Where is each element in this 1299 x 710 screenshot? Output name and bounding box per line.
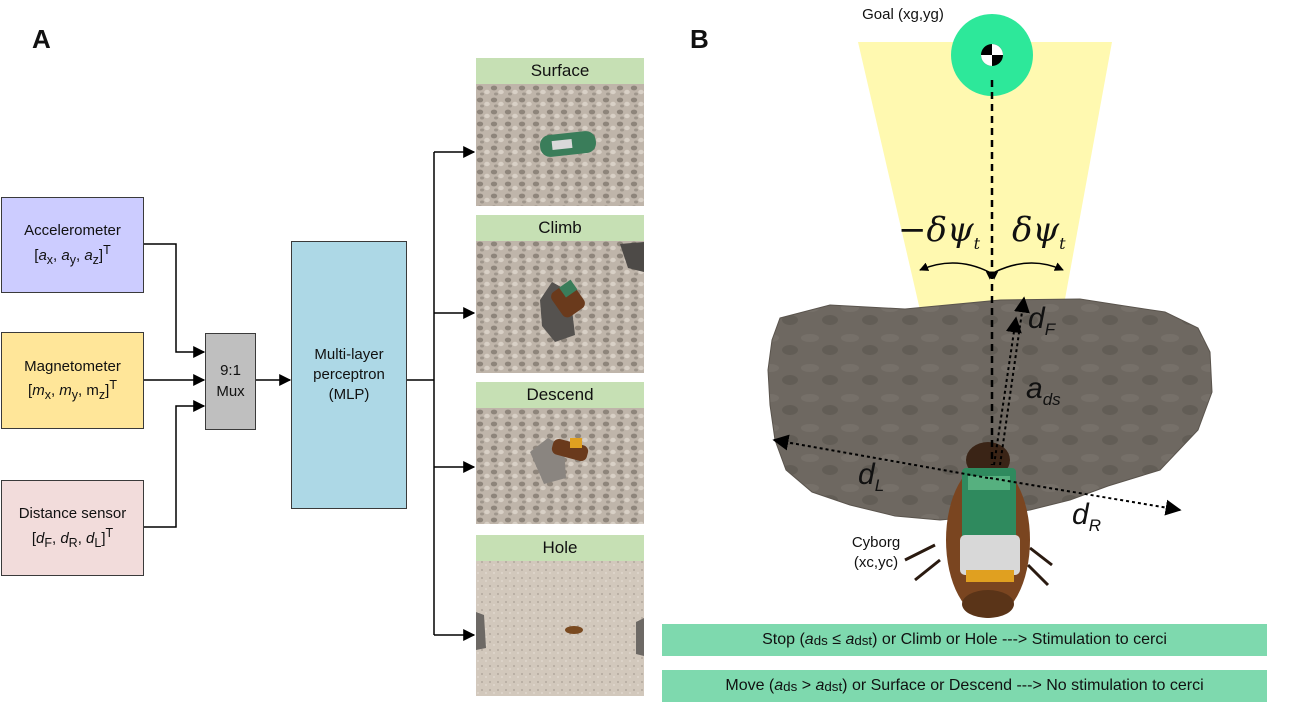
pos-delta-psi-label: δψt — [1012, 210, 1066, 253]
magnetometer-box: Magnetometer [mx, my, mz]T — [1, 332, 144, 429]
d-r-vector — [989, 477, 1182, 516]
climb-photo — [476, 241, 644, 373]
goal-label: Goal (xg,yg) — [862, 6, 944, 23]
distance-sensor-label: Distance sensor — [18, 505, 127, 523]
panel-a-connectors — [144, 146, 476, 641]
mux-box: 9:1 Mux — [205, 333, 256, 430]
class-label-climb: Climb — [476, 215, 644, 241]
a-ds-label: ads — [1026, 372, 1061, 409]
panel-b-label: B — [690, 24, 709, 54]
mux-ratio: 9:1 — [220, 362, 241, 380]
distance-sensor-vector: [dF, dR, dL]T — [31, 525, 114, 550]
magnetometer-vector: [mx, my, mz]T — [28, 378, 117, 403]
class-label-surface: Surface — [476, 58, 644, 84]
class-label-descend: Descend — [476, 382, 644, 408]
surface-photo — [476, 84, 644, 206]
mlp-line-3: (MLP) — [328, 386, 370, 404]
mux-label: Mux — [216, 382, 245, 400]
cyborg-insect — [904, 442, 1053, 618]
d-l-vector — [772, 434, 989, 479]
pos-delta-psi-arc — [985, 262, 1064, 280]
distance-sensor-box: Distance sensor [dF, dR, dL]T — [1, 480, 144, 576]
field-of-view-cone — [858, 42, 1112, 310]
mlp-line-1: Multi-layer — [314, 345, 384, 363]
mlp-line-2: perceptron — [313, 365, 385, 383]
d-r-label: dR — [1072, 498, 1101, 535]
hole-photo — [476, 561, 644, 696]
panel-a-label: A — [32, 24, 51, 54]
neg-delta-psi-arc — [919, 262, 999, 280]
d-f-label: dF — [1028, 302, 1056, 339]
accelerometer-vector: [ax, ay, az]T — [34, 242, 111, 267]
descend-photo — [476, 408, 644, 524]
class-label-hole: Hole — [476, 535, 644, 561]
neg-delta-psi-label: −δψt — [898, 210, 981, 253]
d-l-label: dL — [858, 458, 885, 495]
angle-arcs — [919, 262, 1064, 280]
mlp-box: Multi-layer perceptron (MLP) — [291, 241, 407, 509]
distance-to-mux-arrow — [144, 400, 206, 528]
magnetometer-label: Magnetometer — [24, 357, 121, 375]
a-ds-vector — [993, 316, 1022, 466]
accelerometer-box: Accelerometer [ax, ay, az]T — [1, 197, 144, 293]
goal-marker — [951, 14, 1033, 96]
accelerometer-label: Accelerometer — [24, 222, 121, 240]
accelerometer-to-mux-arrow — [144, 243, 206, 358]
distance-vectors — [772, 296, 1182, 516]
cyborg-label: Cyborg (xc,yc) — [851, 534, 901, 572]
